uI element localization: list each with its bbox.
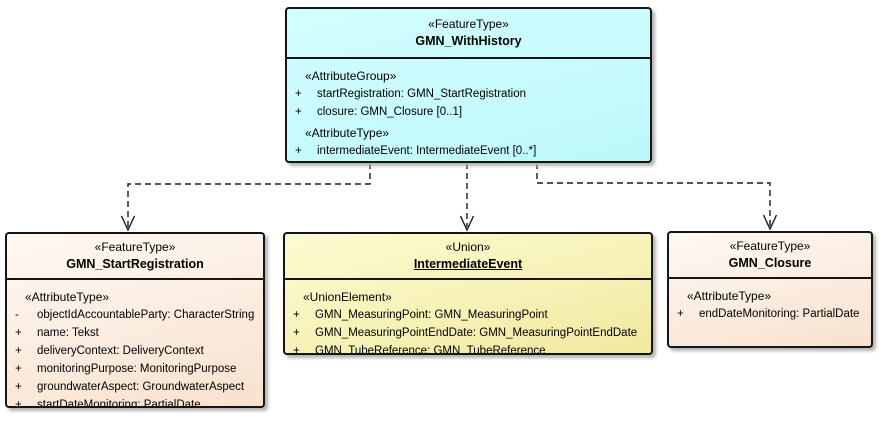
attribute-row: + monitoringPurpose: MonitoringPurpose — [7, 360, 263, 378]
stereotype-label: «FeatureType» — [729, 239, 811, 253]
attribute-compartment: «UnionElement»+GMN_MeasuringPoint: GMN_M… — [285, 280, 651, 355]
attribute-text: GMN_MeasuringPointEndDate: GMN_Measuring… — [315, 327, 638, 339]
stereotype-label: «Union» — [445, 240, 491, 254]
attribute-text: endDateMonitoring: PartialDate — [699, 308, 860, 320]
attribute-row: + name: Tekst — [7, 324, 263, 342]
class-header: «FeatureType» GMN_WithHistory — [287, 9, 650, 59]
attribute-text: GMN_MeasuringPoint: GMN_MeasuringPoint — [315, 309, 548, 321]
visibility-marker: + — [295, 145, 302, 157]
visibility-marker: + — [293, 309, 300, 321]
class-box-intermediateevent[interactable]: «Union» IntermediateEvent «UnionElement»… — [283, 232, 653, 355]
dependency-connector-to-closure[interactable] — [536, 163, 778, 231]
dependency-connector-to-intermediate-event[interactable] — [459, 163, 475, 232]
stereotype-label: «FeatureType» — [94, 240, 176, 254]
class-header: «FeatureType» GMN_StartRegistration — [7, 234, 263, 280]
class-box-gmn-closure[interactable]: «FeatureType» GMN_Closure «AttributeType… — [667, 231, 873, 348]
stereotype-row: «AttributeType» — [305, 126, 390, 140]
attribute-row: + groundwaterAspect: GroundwaterAspect — [7, 378, 263, 396]
class-header: «FeatureType» GMN_Closure — [669, 233, 871, 279]
attribute-text: deliveryContext: DeliveryContext — [37, 345, 204, 357]
stereotype-row: «AttributeType» — [687, 289, 772, 303]
class-box-gmn-withhistory[interactable]: «FeatureType» GMN_WithHistory «Attribute… — [285, 7, 652, 163]
attribute-text: objectIdAccountableParty: CharacterStrin… — [37, 309, 255, 321]
arrowhead-icon — [762, 214, 778, 231]
attribute-row: + closure: GMN_Closure [0..1] — [287, 103, 650, 121]
attribute-row: + deliveryContext: DeliveryContext — [7, 342, 263, 360]
visibility-marker: + — [15, 381, 22, 393]
class-name: IntermediateEvent — [413, 257, 523, 271]
attribute-text: startDateMonitoring: PartialDate — [37, 399, 201, 408]
stereotype-row: «AttributeType» — [25, 290, 110, 304]
attribute-text: monitoringPurpose: MonitoringPurpose — [37, 363, 237, 375]
arrowhead-icon — [120, 215, 136, 232]
attribute-compartment: «AttributeGroup»+startRegistration: GMN_… — [287, 59, 650, 160]
visibility-marker: + — [293, 345, 300, 355]
attribute-text: startRegistration: GMN_StartRegistration — [317, 88, 526, 100]
arrowhead-icon — [459, 215, 475, 232]
visibility-marker: + — [15, 363, 22, 375]
visibility-marker: + — [15, 399, 22, 408]
class-name: GMN_WithHistory — [415, 34, 522, 48]
class-name: GMN_Closure — [728, 256, 812, 270]
stereotype-row: «AttributeGroup» — [305, 69, 397, 83]
class-box-gmn-startregistration[interactable]: «FeatureType» GMN_StartRegistration «Att… — [5, 232, 265, 408]
attribute-row: - objectIdAccountableParty: CharacterStri… — [7, 306, 263, 324]
class-name: GMN_StartRegistration — [66, 257, 204, 271]
visibility-marker: + — [293, 327, 300, 339]
attribute-text: GMN_TubeReference: GMN_TubeReference — [315, 345, 546, 355]
visibility-marker: + — [15, 327, 22, 339]
attribute-row: + GMN_MeasuringPoint: GMN_MeasuringPoint — [285, 306, 651, 324]
attribute-text: name: Tekst — [37, 327, 99, 339]
attribute-row: + GMN_TubeReference: GMN_TubeReference — [285, 342, 651, 355]
visibility-marker: + — [15, 345, 22, 357]
attribute-compartment: «AttributeType»+ endDateMonitoring: Parti… — [669, 279, 871, 323]
class-header: «Union» IntermediateEvent — [285, 234, 651, 280]
attribute-text: intermediateEvent: IntermediateEvent [0.… — [317, 145, 537, 157]
visibility-marker: + — [295, 106, 302, 118]
attribute-row: + GMN_MeasuringPointEndDate: GMN_Measurin… — [285, 324, 651, 342]
stereotype-row: «UnionElement» — [303, 290, 392, 304]
attribute-compartment: «AttributeType»- objectIdAccountableParty… — [7, 280, 263, 408]
attribute-row: + startDateMonitoring: PartialDate — [7, 396, 263, 408]
attribute-row: + endDateMonitoring: PartialDate — [669, 305, 871, 323]
visibility-marker: + — [295, 88, 302, 100]
attribute-text: closure: GMN_Closure [0..1] — [317, 106, 463, 118]
visibility-marker: + — [677, 308, 684, 320]
dependency-connector-to-start-registration[interactable] — [120, 163, 371, 232]
attribute-row: + startRegistration: GMN_StartRegistratio… — [287, 85, 650, 103]
attribute-row: + intermediateEvent: IntermediateEvent [0… — [287, 142, 650, 160]
stereotype-label: «FeatureType» — [428, 17, 509, 31]
visibility-marker: - — [15, 309, 19, 321]
attribute-text: groundwaterAspect: GroundwaterAspect — [37, 381, 245, 393]
